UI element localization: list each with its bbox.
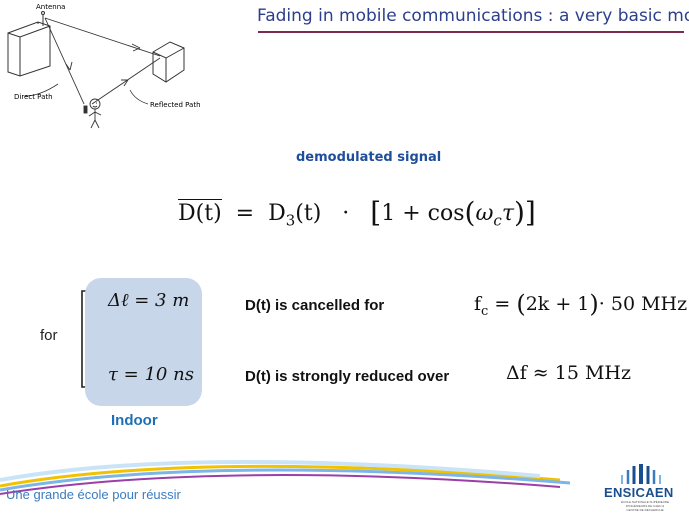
multiply-dot: · [342,201,350,226]
antenna-label: Antenna [36,3,65,11]
multipath-sketch: Antenna Direct Path Reflected Path [7,3,201,129]
tau-symbol: τ [501,201,514,226]
delta-l-value: Δℓ = 3 [108,290,167,311]
left-bracket: [ [370,196,382,229]
cancelled-statement: D(t) is cancelled for [245,297,385,314]
indoor-box [85,278,202,406]
fc-inner: 2k + 1 [525,293,590,315]
d3-arg: (t) [295,201,322,226]
tau-condition: τ = 10 ns [108,364,194,385]
demodulated-signal-heading: demodulated signal [296,150,442,165]
main-equation: D(t) = D3(t) · [1 + cos(ωcτ)] [178,196,536,229]
left-paren: ( [464,196,476,229]
omega-symbol: ω [475,201,494,226]
footer-swoosh [0,459,571,495]
d3-subscript: 3 [285,211,296,230]
right-bracket: ] [524,196,536,229]
fc-equation: fc = (2k + 1)· 50 MHz [474,290,687,319]
delta-l-condition: Δℓ = 3 m [108,290,189,311]
ensicaen-logo-text: ENSICAEN [604,485,674,500]
one-plus-cos: 1 + cos [381,201,465,226]
fc-subscript: c [481,303,489,319]
delta-f-equation: Δf ≈ 15 MHz [506,362,632,384]
fc-rest: · 50 MHz [598,293,688,315]
tau-unit: ns [167,364,194,385]
person [83,98,102,129]
reflected-path-label: Reflected Path [150,101,201,109]
right-paren: ) [513,196,525,229]
fc-f: f [474,293,482,315]
dt-overline: D(t) [178,199,222,226]
antenna [41,11,45,26]
reduced-statement: D(t) is strongly reduced over [245,368,450,385]
ensicaen-logo-icon [621,464,661,484]
title-underline [258,31,684,33]
fc-lparen: ( [516,290,526,318]
left-building [7,21,51,77]
d3-symbol: D [268,201,286,226]
fc-eq: = [488,293,517,315]
delta-l-unit: m [166,290,190,311]
direct-path-label: Direct Path [14,93,53,101]
ensicaen-logo-subtitle: ÉCOLE NATIONALE SUPÉRIEURE D'INGÉNIEURS … [620,500,670,512]
signal-paths [44,17,161,105]
eq-sign: = [235,201,255,226]
omega-subscript: c [493,211,502,230]
footer-tagline: Une grande école pour réussir [6,487,181,502]
right-building [152,41,185,83]
tau-value: τ = 10 [108,364,168,385]
for-label: for [40,327,58,344]
fc-rparen: ) [589,290,599,318]
indoor-label: Indoor [111,412,158,429]
slide-title: Fading in mobile communications : a very… [257,6,689,26]
